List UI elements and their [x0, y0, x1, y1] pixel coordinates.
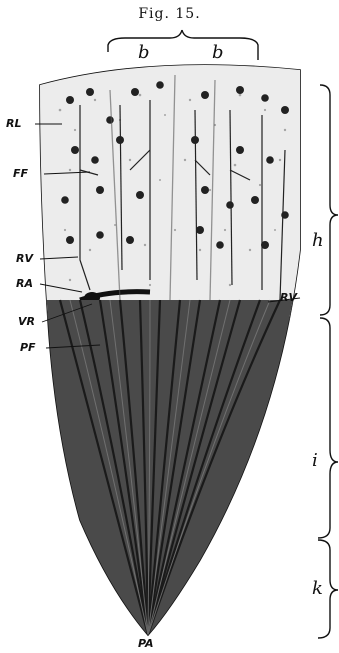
label-b-right: b: [212, 44, 224, 62]
label-PA: PA: [138, 638, 154, 649]
label-VR: VR: [18, 316, 35, 327]
zone-label-i: i: [312, 452, 318, 470]
cone-interior: [40, 60, 310, 640]
label-PF: PF: [20, 342, 36, 353]
bracket-h: [320, 85, 338, 315]
label-FF: FF: [13, 168, 28, 179]
label-RV-right: RV: [280, 292, 297, 303]
label-RA: RA: [16, 278, 33, 289]
label-RL: RL: [6, 118, 21, 129]
bracket-i: [318, 318, 338, 538]
zone-label-h: h: [312, 232, 324, 250]
label-b-left: b: [138, 44, 150, 62]
zone-label-k: k: [312, 580, 323, 598]
label-RV-left: RV: [16, 253, 33, 264]
